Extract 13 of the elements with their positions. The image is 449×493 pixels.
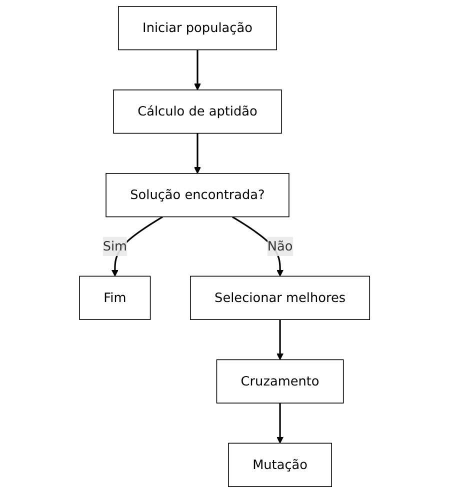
edge-label: Sim xyxy=(102,238,127,254)
node-box: Fim xyxy=(79,276,151,320)
node-box: Iniciar população xyxy=(118,6,277,50)
arrow xyxy=(276,320,284,360)
edge-label: Não xyxy=(267,238,293,254)
node-box: Cruzamento xyxy=(216,359,344,404)
node-box: Cálculo de aptidão xyxy=(113,90,282,134)
arrow xyxy=(194,133,201,174)
arrow xyxy=(276,403,284,444)
arrow xyxy=(194,50,201,90)
node-box: Selecionar melhores xyxy=(190,276,370,320)
node-box: Mutação xyxy=(228,442,332,487)
node-box: Solução encontrada? xyxy=(106,173,290,218)
